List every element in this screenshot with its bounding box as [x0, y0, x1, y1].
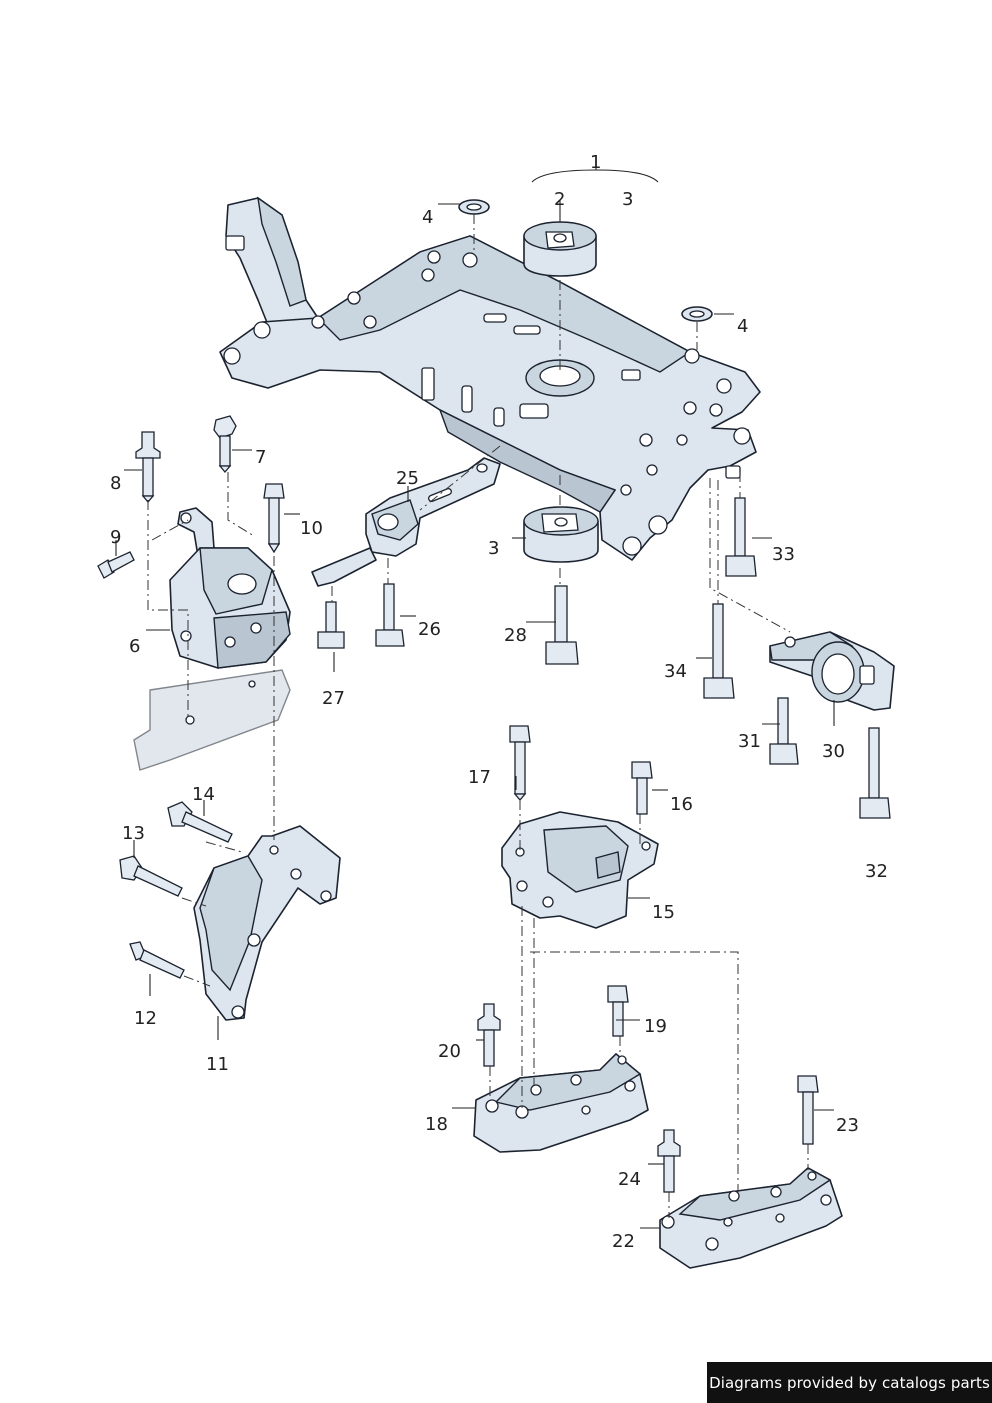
- label-12: 12: [134, 1008, 157, 1029]
- washer-4a: [458, 199, 490, 215]
- bolt-26: [375, 583, 405, 647]
- label-9: 9: [110, 527, 121, 548]
- label-14: 14: [192, 784, 215, 805]
- part-labels: 1 2 3 4 4 8 7 10 9 6 25 3 33 26 28 34 27…: [110, 152, 888, 1252]
- label-7: 7: [255, 447, 266, 468]
- bolt-8: [135, 431, 161, 504]
- label-30: 30: [822, 741, 845, 762]
- bracket-18: [473, 1053, 649, 1153]
- bolt-9: [97, 551, 135, 579]
- washer-4b: [681, 306, 713, 322]
- label-28: 28: [504, 625, 527, 646]
- bolt-20: [477, 1003, 501, 1067]
- label-2: 2: [554, 189, 565, 210]
- torque-rod-25: [311, 457, 501, 587]
- subframe: [219, 196, 761, 561]
- label-16: 16: [670, 794, 693, 815]
- label-33: 33: [772, 544, 795, 565]
- bracket-22: [659, 1167, 843, 1269]
- bolt-17: [509, 725, 531, 802]
- bracket-11: [193, 825, 341, 1021]
- label-18: 18: [425, 1114, 448, 1135]
- label-3a: 3: [622, 189, 633, 210]
- bolt-10: [263, 483, 285, 554]
- bolt-27: [317, 601, 345, 649]
- label-20: 20: [438, 1041, 461, 1062]
- credit-banner: Diagrams provided by catalogs parts: [707, 1362, 992, 1403]
- label-19: 19: [644, 1016, 667, 1037]
- bolt-32: [859, 727, 891, 819]
- label-8: 8: [110, 473, 121, 494]
- label-15: 15: [652, 902, 675, 923]
- assembly-lines: [147, 214, 809, 1218]
- label-26: 26: [418, 619, 441, 640]
- bushing-3: [523, 506, 599, 563]
- label-17: 17: [468, 767, 491, 788]
- bracket-30: [769, 631, 895, 711]
- bolt-14: [167, 801, 233, 843]
- bolt-19: [607, 985, 629, 1037]
- label-24: 24: [618, 1169, 641, 1190]
- label-23: 23: [836, 1115, 859, 1136]
- gearbox-mount-15: [501, 811, 659, 929]
- label-34: 34: [664, 661, 687, 682]
- label-22: 22: [612, 1231, 635, 1252]
- engine-mount-6: [133, 507, 291, 771]
- label-11: 11: [206, 1054, 229, 1075]
- bolt-12: [129, 941, 185, 979]
- bolt-24: [657, 1129, 681, 1193]
- bolt-33: [725, 497, 757, 577]
- bolt-34: [703, 603, 735, 699]
- label-10: 10: [300, 518, 323, 539]
- label-4b: 4: [737, 316, 748, 337]
- label-1: 1: [590, 152, 601, 173]
- bushing-2: [523, 221, 597, 277]
- label-4a: 4: [422, 207, 433, 228]
- leader-lines: [115, 160, 835, 1229]
- label-6: 6: [129, 636, 140, 657]
- bolt-31: [769, 697, 799, 765]
- label-25: 25: [396, 468, 419, 489]
- label-32: 32: [865, 861, 888, 882]
- bolt-13: [119, 855, 183, 897]
- label-27: 27: [322, 688, 345, 709]
- bolt-7: [213, 415, 237, 474]
- bolt-28: [545, 585, 579, 665]
- bolt-16: [631, 761, 653, 815]
- label-31: 31: [738, 731, 761, 752]
- label-13: 13: [122, 823, 145, 844]
- label-3b: 3: [488, 538, 499, 559]
